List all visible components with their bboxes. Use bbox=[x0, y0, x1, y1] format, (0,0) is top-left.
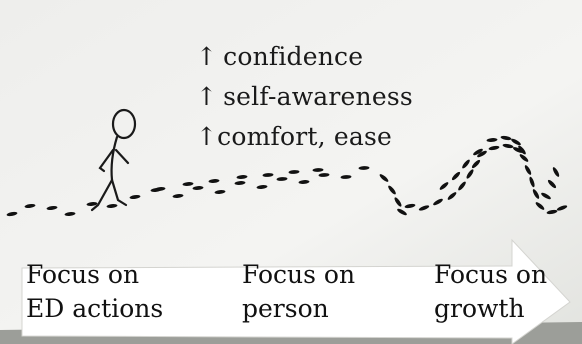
footprint-mark bbox=[556, 205, 568, 211]
up-arrow-icon: ↑ bbox=[196, 82, 218, 111]
footprint-mark bbox=[519, 154, 529, 162]
footprint-mark bbox=[404, 203, 416, 209]
footprint-mark bbox=[46, 205, 58, 211]
footprint-mark bbox=[471, 159, 481, 169]
stick-figure-icon bbox=[90, 108, 137, 212]
footprint-mark bbox=[397, 208, 407, 216]
stage-line1: Focus on bbox=[26, 260, 140, 289]
footprint-mark bbox=[6, 211, 18, 217]
footprint-mark bbox=[86, 202, 98, 206]
footprint-mark bbox=[192, 186, 204, 190]
footprints-path bbox=[6, 135, 568, 217]
footprint-mark bbox=[524, 165, 532, 175]
stage-growth: Focus on growth bbox=[434, 258, 547, 326]
footprint-mark bbox=[477, 150, 487, 158]
footprint-mark bbox=[24, 203, 36, 209]
footprint-mark bbox=[433, 198, 443, 206]
up-arrow-icon: ↑ bbox=[196, 42, 218, 71]
footprint-mark bbox=[234, 181, 246, 185]
footprint-mark bbox=[447, 192, 457, 200]
footprint-mark bbox=[518, 145, 526, 155]
footprint-mark bbox=[288, 170, 300, 174]
footprint-mark bbox=[214, 190, 226, 194]
footprint-mark bbox=[552, 167, 560, 177]
footprint-mark bbox=[512, 147, 524, 153]
footprint-mark bbox=[546, 209, 558, 215]
footprint-mark bbox=[529, 176, 535, 188]
footprint-mark bbox=[488, 145, 500, 151]
gain-item-self-awareness: ↑self-awareness bbox=[196, 82, 413, 111]
gain-label: confidence bbox=[223, 42, 364, 71]
footprint-mark bbox=[154, 187, 166, 191]
gain-label: self-awareness bbox=[223, 82, 413, 111]
stage-person: Focus on person bbox=[242, 258, 355, 326]
footprint-mark bbox=[276, 177, 288, 181]
right-arrow-shape bbox=[21, 238, 571, 344]
footprint-mark bbox=[541, 192, 551, 200]
stage-ed-actions: Focus on ED actions bbox=[26, 258, 163, 326]
footprint-mark bbox=[182, 182, 194, 186]
gain-label: comfort, ease bbox=[217, 122, 393, 151]
footprint-mark bbox=[532, 189, 540, 199]
footprint-mark bbox=[466, 169, 474, 179]
up-arrow-icon: ↑ bbox=[196, 122, 218, 151]
footprint-mark bbox=[262, 173, 274, 177]
footprint-mark bbox=[340, 175, 352, 179]
footprint-mark bbox=[256, 185, 268, 189]
stage-line2: person bbox=[242, 294, 329, 323]
footprint-mark bbox=[473, 148, 483, 156]
footprint-mark bbox=[511, 138, 521, 146]
stage-line2: ED actions bbox=[26, 294, 164, 323]
footprint-mark bbox=[312, 168, 324, 172]
stage-line1: Focus on bbox=[434, 260, 548, 289]
footprint-mark bbox=[379, 174, 389, 182]
stage-line2: growth bbox=[434, 294, 525, 323]
footprint-mark bbox=[236, 175, 248, 179]
footprint-mark bbox=[208, 179, 220, 183]
footprint-mark bbox=[64, 212, 76, 216]
footprint-mark bbox=[172, 194, 184, 198]
footprint-mark bbox=[298, 180, 310, 184]
footprint-mark bbox=[458, 181, 466, 191]
stage-line1: Focus on bbox=[242, 260, 356, 289]
footprint-mark bbox=[358, 166, 370, 170]
footprint-mark bbox=[486, 138, 498, 142]
footprint-mark bbox=[500, 135, 512, 141]
footprint-mark bbox=[439, 182, 449, 190]
footprint-mark bbox=[535, 202, 545, 210]
footprint-mark bbox=[106, 204, 118, 208]
footprint-mark bbox=[394, 197, 402, 207]
gain-item-comfort: ↑comfort, ease bbox=[196, 122, 392, 151]
footprint-mark bbox=[388, 185, 396, 195]
footprint-mark bbox=[502, 143, 514, 149]
footprint-mark bbox=[418, 205, 430, 211]
footprint-mark bbox=[547, 179, 557, 189]
footprint-mark bbox=[129, 194, 141, 200]
footprint-mark bbox=[318, 173, 330, 177]
footprint-mark bbox=[451, 171, 461, 181]
gain-item-confidence: ↑confidence bbox=[196, 42, 363, 71]
footprint-mark bbox=[462, 159, 470, 169]
